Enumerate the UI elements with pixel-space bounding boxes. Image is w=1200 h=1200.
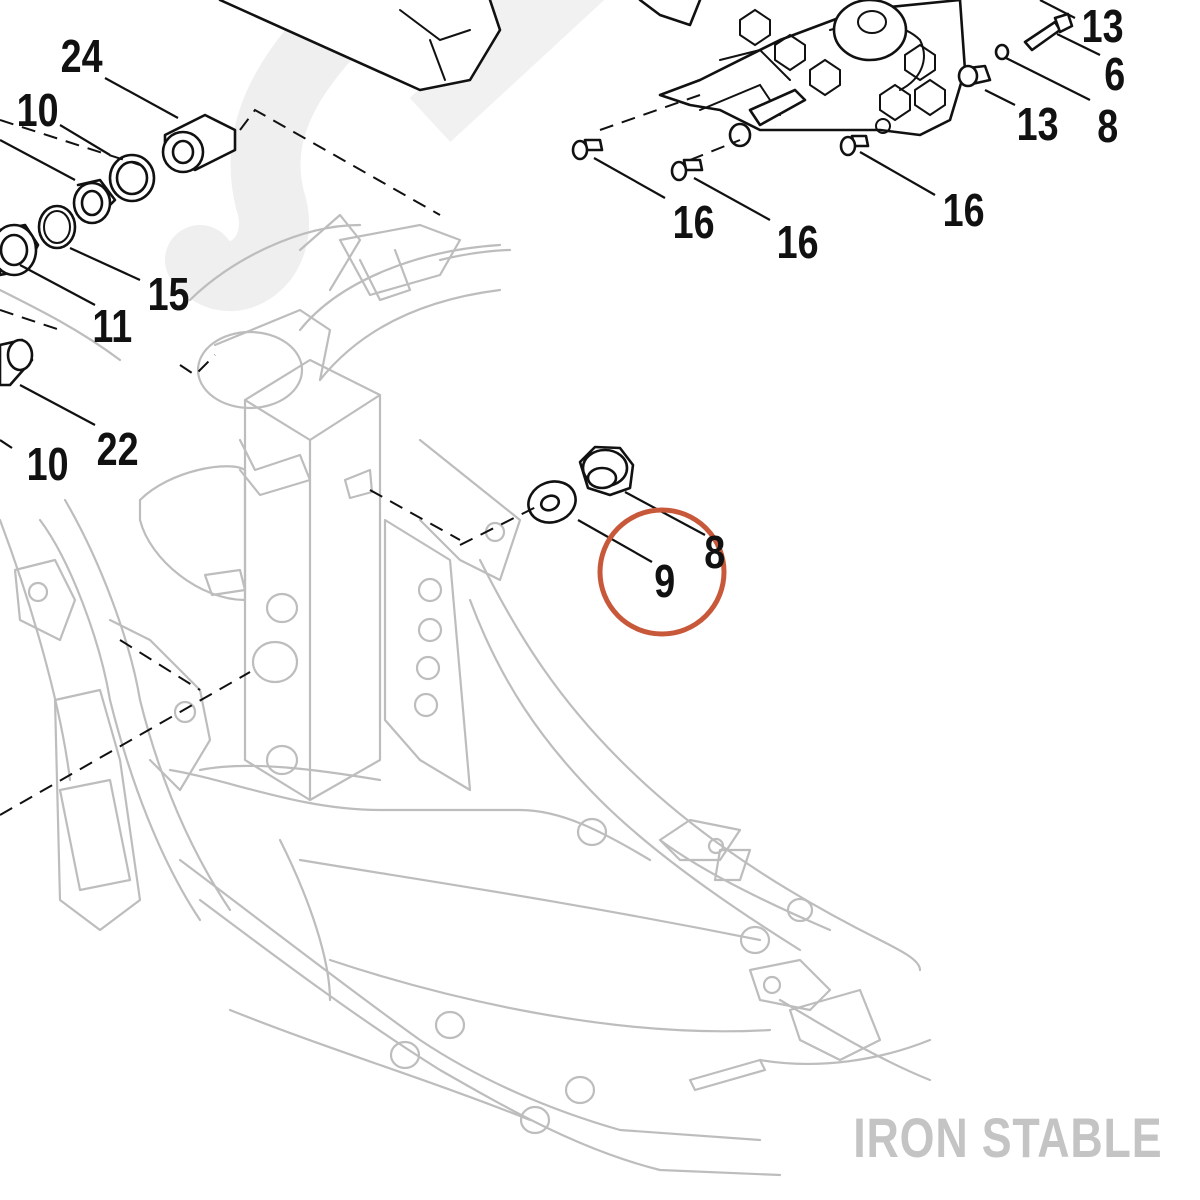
retaining-ring-15 (37, 204, 77, 250)
screw-16-a (571, 138, 604, 161)
callout-16: 16 (673, 196, 715, 247)
washer-9 (527, 480, 577, 524)
callout-13: 13 (1017, 98, 1059, 149)
sleeve-22 (0, 338, 34, 387)
leader-lines (0, 0, 1101, 563)
seal-11 (0, 223, 40, 277)
screw-16-b (670, 158, 704, 182)
spacer-24 (161, 113, 237, 174)
callout-15: 15 (148, 268, 190, 319)
watermark-shape (165, 0, 395, 311)
callout-10: 10 (17, 84, 59, 135)
upper-left-housing (218, 0, 502, 92)
bushing-13 (957, 64, 992, 88)
callout-9: 9 (654, 555, 675, 606)
callout-16: 16 (943, 184, 985, 235)
callout-13: 13 (1082, 0, 1124, 51)
assembly-centerlines (0, 94, 741, 816)
washer-8-top (994, 43, 1010, 61)
motorcycle-frame (0, 8, 932, 1177)
highlight-circle (597, 507, 727, 637)
bearing (72, 178, 117, 225)
callout-6: 6 (1104, 48, 1125, 99)
watermark-shape (409, 0, 605, 143)
callout-8: 8 (1097, 100, 1118, 151)
callout-10: 10 (27, 438, 69, 489)
callout-11: 11 (92, 300, 132, 351)
bolt-6 (1023, 12, 1074, 52)
callout-8: 8 (704, 526, 725, 577)
nut-8 (578, 445, 635, 497)
callout-22: 22 (97, 423, 139, 474)
screw-16-c (839, 134, 870, 157)
race-10 (108, 153, 156, 203)
callout-numbers: 24 10 15 11 22 10 13 6 13 8 16 16 16 8 9 (17, 0, 1126, 606)
brand-watermark: IRON STABLE (852, 1106, 1162, 1169)
honeycomb-texture (739, 8, 946, 122)
callout-24: 24 (61, 30, 103, 81)
upper-right-housing (638, 0, 967, 148)
callout-16: 16 (777, 216, 819, 267)
